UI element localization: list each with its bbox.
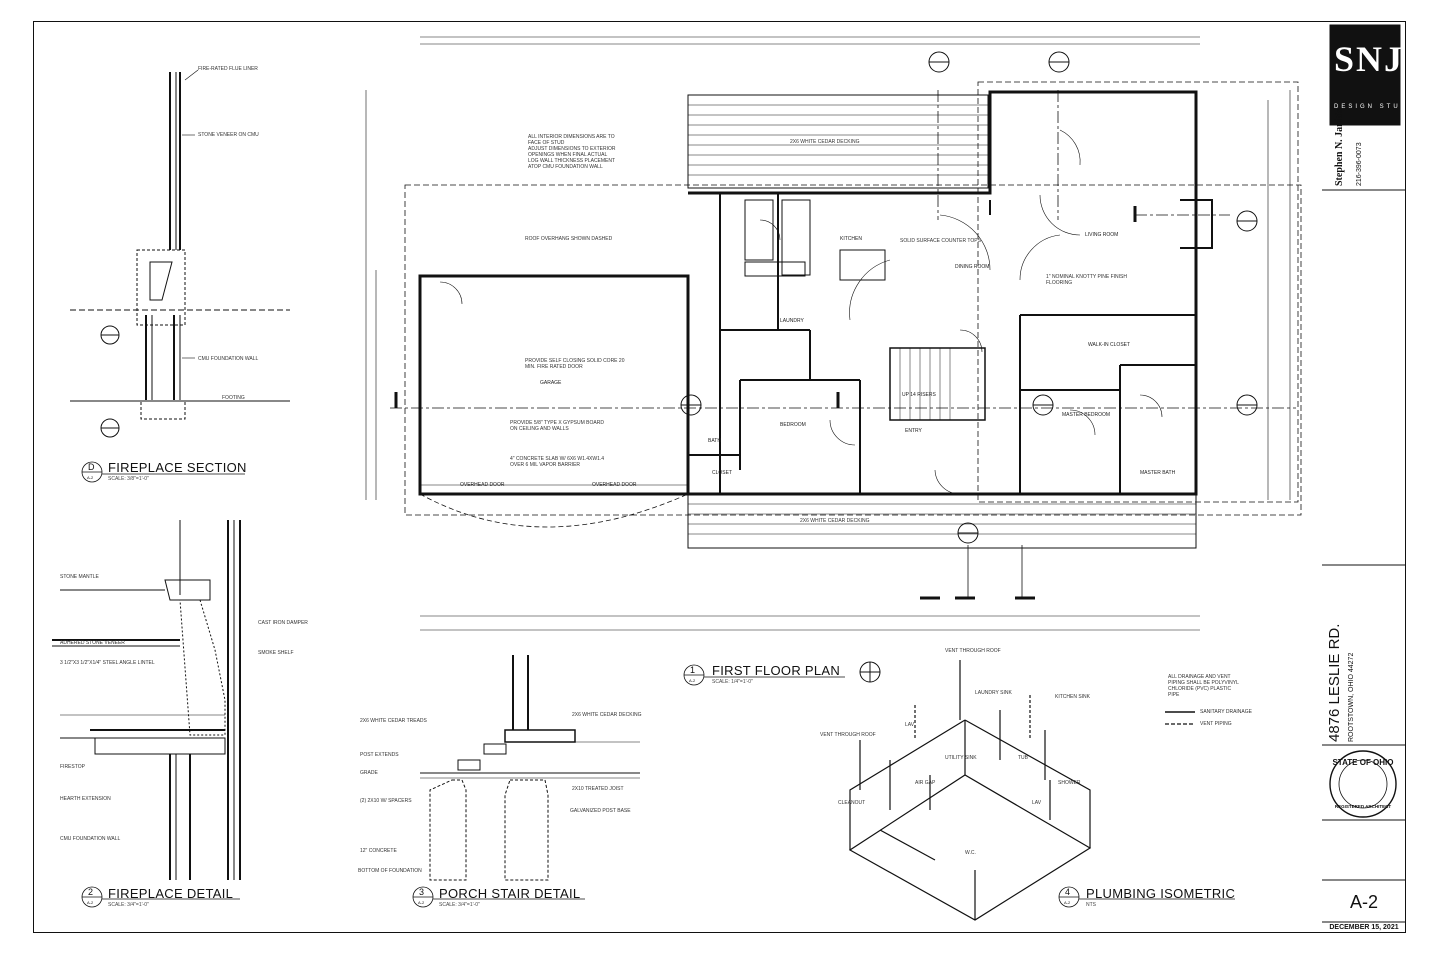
room-label-stair-up: UP 14 RISERS bbox=[902, 392, 936, 398]
fireplace-section-note-cmu: CMU FOUNDATION WALL bbox=[198, 356, 259, 362]
project-city: ROOTSTOWN, OHIO 44272 bbox=[1348, 652, 1355, 742]
room-label-walk-in-closet: WALK-IN CLOSET bbox=[1088, 342, 1131, 348]
porch-stair-detail-ref: A-2 bbox=[418, 900, 425, 905]
plumbing-label-lav-2: LAV bbox=[1032, 800, 1042, 806]
stair-note-treads: 2X6 WHITE CEDAR TREADS bbox=[360, 718, 427, 724]
stair-note-grade: GRADE bbox=[360, 770, 378, 776]
fireplace-section-note-stone: STONE VENEER ON CMU bbox=[198, 132, 259, 138]
fireplace-section-drawing bbox=[70, 69, 290, 438]
plumbing-label-kitchen-sink: KITCHEN SINK bbox=[1055, 694, 1091, 700]
stair-note-decking: 2X6 WHITE CEDAR DECKING bbox=[572, 712, 642, 718]
first-floor-plan-ref: A-2 bbox=[689, 678, 696, 683]
plumbing-isometric-ref: A-2 bbox=[1064, 900, 1071, 905]
drawing-sheet-border bbox=[33, 21, 1406, 933]
plan-note-rear-decking: 2X6 WHITE CEDAR DECKING bbox=[790, 139, 860, 145]
fireplace-section-note-liner: FIRE-RATED FLUE LINER bbox=[198, 66, 258, 72]
fireplace-detail-note-mantle: STONE MANTLE bbox=[60, 574, 99, 580]
plan-note-roof-overhang: ROOF OVERHANG SHOWN DASHED bbox=[525, 236, 613, 242]
fireplace-section-title: FIREPLACE SECTION bbox=[108, 460, 247, 475]
fireplace-detail-note-lintel: 3 1/2"X3 1/2"X1/4" STEEL ANGLE LINTEL bbox=[60, 660, 155, 666]
plumbing-label-shower: SHOWER bbox=[1058, 780, 1081, 786]
fireplace-detail-note-hearth: HEARTH EXTENSION bbox=[60, 796, 111, 802]
fireplace-detail-note-firestop: FIRESTOP bbox=[60, 764, 85, 770]
room-label-master-bath: MASTER BATH bbox=[1140, 470, 1176, 476]
plumbing-isometric-title: PLUMBING ISOMETRIC bbox=[1086, 886, 1236, 901]
plumbing-isometric-scale: NTS bbox=[1086, 902, 1096, 908]
firm-logo-subtitle: DESIGN STUDIO bbox=[1334, 104, 1421, 110]
plumbing-label-utility-sink: UTILITY SINK bbox=[945, 755, 977, 761]
fireplace-section-note-footing: FOOTING bbox=[222, 395, 245, 401]
plumbing-legend-vent: VENT PIPING bbox=[1200, 721, 1232, 727]
plumbing-label-vent-2: VENT THROUGH ROOF bbox=[820, 732, 876, 738]
plumbing-label-tub: TUB bbox=[1018, 755, 1028, 761]
first-floor-plan-number: 1 bbox=[690, 665, 696, 675]
room-label-kitchen: KITCHEN bbox=[840, 236, 862, 242]
porch-stair-detail-number: 3 bbox=[419, 887, 425, 897]
stair-note-concrete: 12" CONCRETE bbox=[360, 848, 397, 854]
seal-bottom-text: REGISTERED ARCHITECT bbox=[1334, 804, 1392, 809]
room-label-living: LIVING ROOM bbox=[1085, 232, 1119, 238]
room-label-garage: GARAGE bbox=[540, 380, 562, 386]
porch-stair-detail-drawing bbox=[420, 655, 640, 881]
fireplace-section-ref: A-2 bbox=[87, 475, 94, 480]
plumbing-isometric-drawing bbox=[848, 660, 1195, 921]
fireplace-section-number: D bbox=[88, 462, 95, 472]
plumbing-label-lav-1: LAV bbox=[905, 722, 915, 728]
seal-top-text: STATE OF OHIO bbox=[1332, 758, 1394, 767]
architect-phone: 216-396-0073 bbox=[1356, 142, 1363, 186]
plumbing-label-cleanout: CLEANOUT bbox=[838, 800, 866, 806]
room-label-overhead-door-2: OVERHEAD DOOR bbox=[592, 482, 637, 488]
fireplace-detail-number: 2 bbox=[88, 887, 94, 897]
plumbing-legend-drainage: SANITARY DRAINAGE bbox=[1200, 709, 1252, 715]
room-label-master-bedroom: MASTER BEDROOM bbox=[1062, 412, 1111, 418]
room-label-overhead-door-1: OVERHEAD DOOR bbox=[460, 482, 505, 488]
plumbing-label-air-gap: AIR GAP bbox=[915, 780, 936, 786]
fireplace-detail-note-cmu: CMU FOUNDATION WALL bbox=[60, 836, 121, 842]
first-floor-plan-drawing bbox=[365, 36, 1302, 683]
plumbing-isometric-number: 4 bbox=[1065, 887, 1071, 897]
room-label-laundry: LAUNDRY bbox=[780, 318, 804, 324]
stair-note-post-base: GALVANIZED POST BASE bbox=[570, 808, 631, 814]
fireplace-detail-ref: A-2 bbox=[87, 900, 94, 905]
title-block-linework bbox=[1322, 24, 1406, 923]
stair-note-post: POST EXTENDS bbox=[360, 752, 399, 758]
stair-note-joist: 2X10 TREATED JOIST bbox=[572, 786, 624, 792]
first-floor-plan-title: FIRST FLOOR PLAN bbox=[712, 663, 841, 678]
fireplace-detail-scale: SCALE: 3/4"=1'-0" bbox=[108, 902, 149, 908]
plumbing-label-laundry-sink: LAUNDRY SINK bbox=[975, 690, 1012, 696]
architect-name: Stephen N. Janitis bbox=[1334, 108, 1345, 186]
sheet-date: DECEMBER 15, 2021 bbox=[1329, 924, 1399, 931]
fireplace-detail-note-veneer: ADHERED STONE VENEER bbox=[60, 640, 125, 646]
project-address: 4876 LESLIE RD. bbox=[1326, 623, 1343, 742]
fireplace-detail-drawing bbox=[52, 520, 241, 880]
room-label-dining: DINING ROOM bbox=[955, 264, 990, 270]
fireplace-detail-note-smoke-shelf: SMOKE SHELF bbox=[258, 650, 294, 656]
fireplace-detail-title: FIREPLACE DETAIL bbox=[108, 886, 234, 901]
stair-note-spacers: (2) 2X10 W/ SPACERS bbox=[360, 798, 412, 804]
sheet-number: A-2 bbox=[1349, 892, 1378, 912]
room-label-closet: CLOSET bbox=[712, 470, 733, 476]
porch-stair-detail-title: PORCH STAIR DETAIL bbox=[439, 886, 581, 901]
room-label-bedroom: BEDROOM bbox=[780, 422, 806, 428]
room-label-entry: ENTRY bbox=[905, 428, 922, 434]
first-floor-plan-scale: SCALE: 1/4"=1'-0" bbox=[712, 679, 753, 685]
fireplace-detail-note-damper: CAST IRON DAMPER bbox=[258, 620, 308, 626]
plan-note-front-decking: 2X6 WHITE CEDAR DECKING bbox=[800, 518, 870, 524]
detail-title-bubbles bbox=[81, 461, 1235, 908]
room-label-bath: BATH bbox=[708, 438, 721, 444]
fireplace-section-scale: SCALE: 3/8"=1'-0" bbox=[108, 476, 149, 482]
plan-note-countertops: SOLID SURFACE COUNTER TOPS bbox=[900, 238, 981, 244]
stair-note-foundation: BOTTOM OF FOUNDATION bbox=[358, 868, 422, 874]
plumbing-label-wc: W.C. bbox=[965, 850, 976, 856]
porch-stair-detail-scale: SCALE: 3/4"=1'-0" bbox=[439, 902, 480, 908]
plumbing-label-vent-1: VENT THROUGH ROOF bbox=[945, 648, 1001, 654]
firm-logo: SNJ bbox=[1334, 39, 1405, 79]
